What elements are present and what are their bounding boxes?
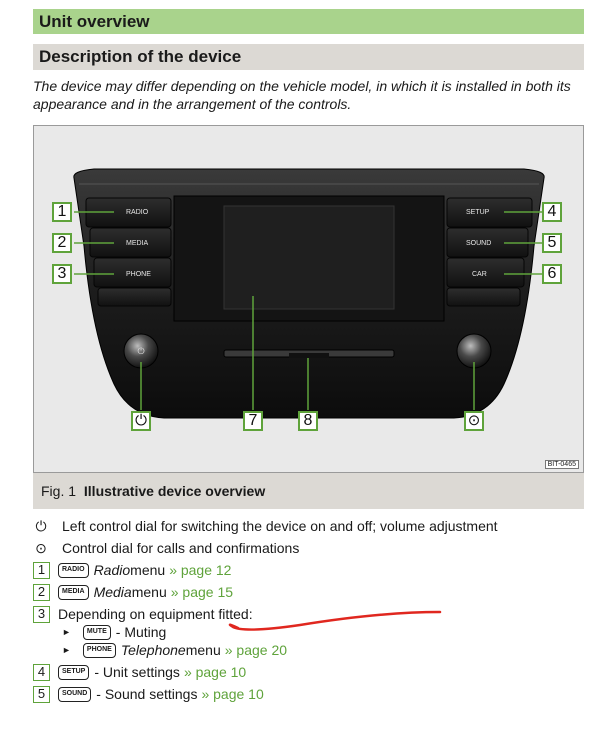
page-10-link-sound[interactable]: » page 10 [201,686,264,702]
legend-item-4-text: - Unit settings [94,664,180,680]
legend-num-3: 3 [33,605,50,623]
power-icon: ⏻ [35,518,47,534]
legend-power-text: Left control dial for switching the devi… [62,518,498,534]
setup-button-label: SETUP [466,209,490,216]
legend-dial-text: Control dial for calls and confirmations [62,540,300,556]
callout-5: 5 [542,233,562,253]
figure-caption: Fig. 1 Illustrative device overview [33,473,584,509]
legend-item-5: 5 SOUND - Sound settings » page 10 [33,684,264,704]
callout-8: 8 [298,411,318,431]
triangle-bullet-icon: ► [62,627,71,637]
callout-2: 2 [52,233,72,253]
device-figure: RADIO MEDIA PHONE SETUP SOUND CAR ⏻ 1 2 … [33,125,584,473]
legend-num-1: 1 [33,561,50,579]
dial-icon: ⊙ [35,540,47,556]
triangle-bullet-icon: ► [62,645,71,655]
caption-label: Fig. 1 [41,483,77,499]
leader-lines [74,211,542,410]
legend-dial: ⊙ Control dial for calls and confirmatio… [33,538,299,558]
page-10-link-setup[interactable]: » page 10 [183,664,247,680]
callout-7: 7 [243,411,263,431]
car-button-label: CAR [472,271,487,278]
media-button-label: MEDIA [126,240,149,247]
figure-code: BIT-0465 [544,460,579,469]
legend-item-3a-text: - Muting [115,624,167,640]
radio-key-icon: RADIO [58,562,89,578]
legend-item-3-text: Depending on equipment fitted: [58,606,253,622]
mute-key-icon: MUTE [82,624,111,640]
legend-item-3b-suffix: menu [185,642,221,658]
left-button-column [85,197,172,307]
legend-item-3a: ► MUTE - Muting [33,622,166,642]
radio-button-label: RADIO [126,209,149,216]
legend-num-5: 5 [33,685,50,703]
intro-text: The device may differ depending on the v… [33,78,571,112]
caption-title: Illustrative device overview [83,483,266,499]
callout-3: 3 [52,264,72,284]
page-15-link[interactable]: » page 15 [170,584,234,600]
legend-item-2-name: Media [93,584,132,600]
setup-key-icon: SETUP [58,664,90,680]
page-12-link[interactable]: » page 12 [169,562,232,578]
legend-item-3b-name: Telephone [120,642,186,658]
callout-4: 4 [542,202,562,222]
callout-6: 6 [542,264,562,284]
media-key-icon: MEDIA [58,584,89,600]
section-heading: Unit overview [33,9,584,34]
sound-key-icon: SOUND [58,686,92,702]
callout-1: 1 [52,202,72,222]
legend-item-1-suffix: menu [130,562,166,578]
phone-button-label: PHONE [126,271,151,278]
callout-dial-icon: ⊙ [464,411,484,431]
svg-text:⏻: ⏻ [137,346,144,356]
legend-num-4: 4 [33,663,50,681]
legend-num-2: 2 [33,583,50,601]
legend-item-3: 3 Depending on equipment fitted: [33,604,253,624]
legend-item-1-name: Radio [93,562,131,578]
subsection-heading: Description of the device [33,44,584,70]
device-illustration: RADIO MEDIA PHONE SETUP SOUND CAR ⏻ [73,168,545,419]
callout-power-icon: ⏻ [131,411,151,431]
display-screen [223,205,395,310]
phone-key-icon: PHONE [82,642,116,658]
legend-power: ⏻ Left control dial for switching the de… [33,516,498,536]
legend-item-4: 4 SETUP - Unit settings » page 10 [33,662,246,682]
page-20-link[interactable]: » page 20 [224,642,288,658]
sound-button-label: SOUND [466,240,491,247]
legend-item-2-suffix: menu [131,584,167,600]
legend-item-5-text: - Sound settings [96,686,198,702]
